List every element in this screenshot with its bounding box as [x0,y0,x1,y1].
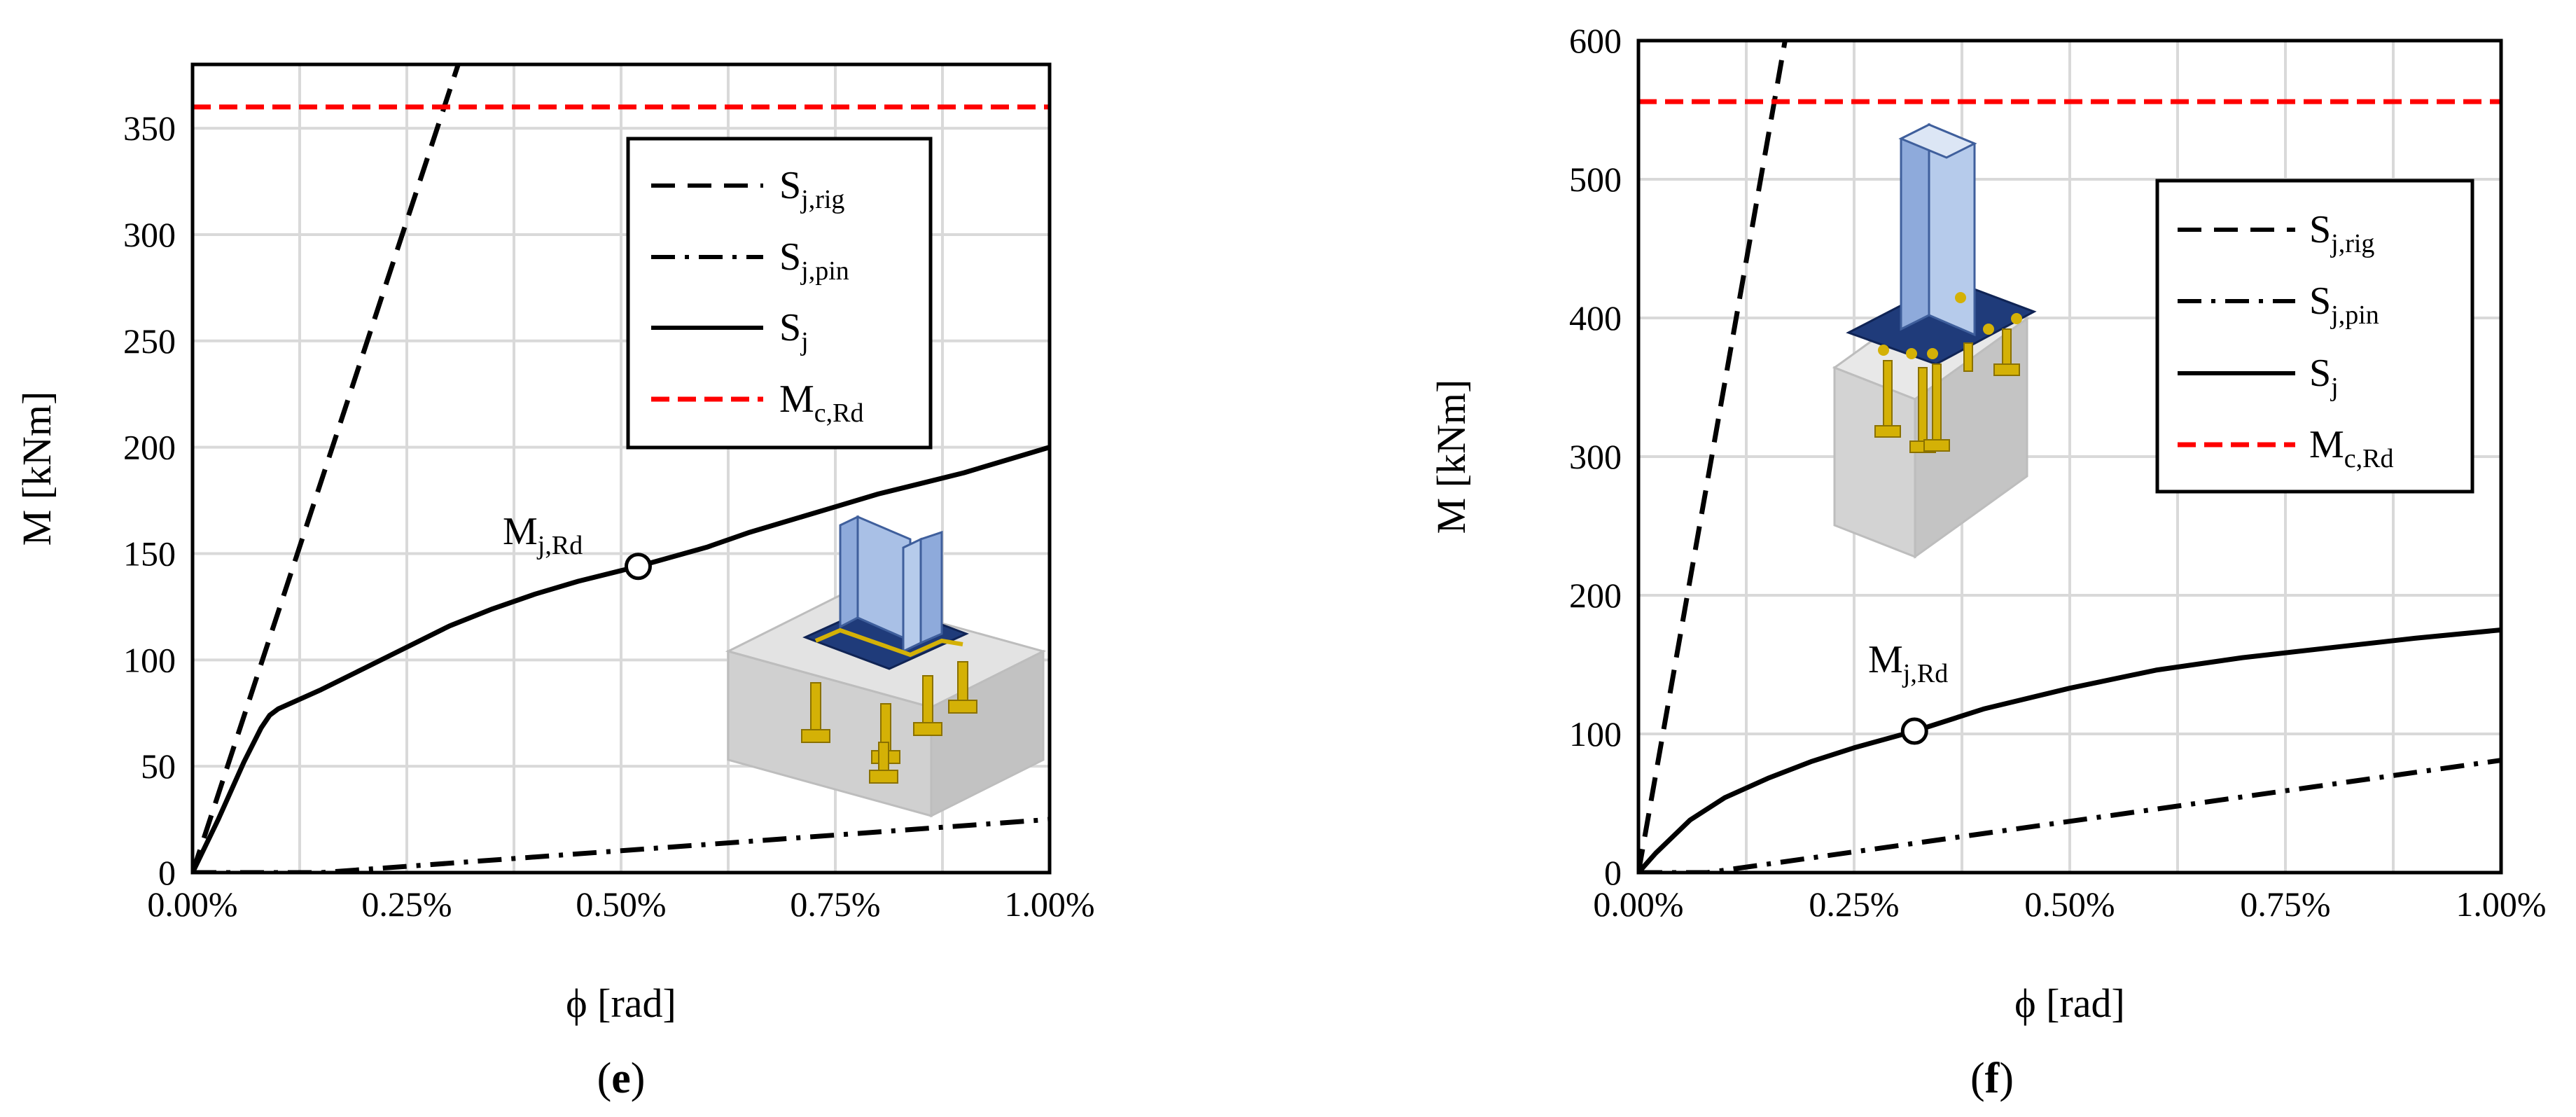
mjrd-label-e: Mj,Rd [503,510,583,560]
legend-box-f [2155,179,2474,494]
x-axis-label-e: ϕ [rad] [566,980,676,1026]
x-tick-label-e-3: 0.75% [790,884,880,924]
x-tick-label-e-2: 0.50% [576,884,666,924]
y-tick-label-f-0: 0 [1604,853,1622,892]
y-tick-label-f-5: 500 [1569,160,1622,199]
legend-label-f-3: Mc,Rd [2309,423,2394,473]
y-tick-label-e-6: 300 [123,215,176,254]
x-tick-label-e-0: 0.00% [147,884,237,924]
mjrd-marker-e [624,553,652,581]
y-tick-label-e-2: 100 [123,640,176,679]
mjrd-marker-f [1900,717,1928,745]
y-tick-label-f-4: 400 [1569,298,1622,338]
x-tick-label-f-2: 0.50% [2024,884,2115,924]
series-line-e-sjrig [193,64,461,873]
ticks-f: 0.00% 0.25% 0.50% 0.75% 1.00% 0 100 200 300 400 50… [1569,21,2547,924]
base-plate-illustration-e [725,515,1047,818]
chart-panel-e: 0.00% 0.25% 0.50% 0.75% 1.00% 0 50 100 150 200 250… [14,62,1095,1102]
x-tick-label-e-4: 1.00% [1004,884,1094,924]
y-tick-label-e-7: 350 [123,109,176,148]
panel-label-f: (f) [1970,1055,2014,1102]
series-line-f-sj [1638,627,2501,873]
y-axis-label-e: M [kNm] [14,391,60,546]
legend-label-e-1: Sj,pin [779,235,849,286]
x-tick-label-e-1: 0.25% [361,884,452,924]
y-tick-label-e-5: 250 [123,321,176,361]
legend-label-f-1: Sj,pin [2309,279,2379,330]
chart-panel-f: 0.00% 0.25% 0.50% 0.75% 1.00% 0 100 200 300 400 50… [1428,21,2547,1102]
legend-label-f-2: Sj [2309,352,2339,402]
series-e [193,64,1050,873]
y-axis-label-f: M [kNm] [1428,380,1474,534]
x-tick-label-f-4: 1.00% [2456,884,2546,924]
series-line-e-sj [193,445,1050,873]
mjrd-label-f: Mj,Rd [1868,638,1948,688]
y-tick-label-f-6: 600 [1569,21,1622,60]
legend-label-e-0: Sj,rig [779,164,844,214]
legend-e: Sj,rig Sj,pin Sj Mc,Rd [626,137,933,450]
series-line-f-sjrig [1638,41,1788,873]
base-plate-illustration-f [1832,123,2037,559]
plot-frame-f [1636,39,2503,875]
x-tick-label-f-0: 0.00% [1593,884,1683,924]
plot-frame-e [190,62,1052,875]
x-tick-label-f-1: 0.25% [1809,884,1899,924]
legend-f: Sj,rig Sj,pin Sj Mc,Rd [2155,179,2474,494]
legend-label-e-3: Mc,Rd [779,377,864,428]
legend-label-e-2: Sj [779,306,809,356]
y-tick-label-f-1: 100 [1569,714,1622,754]
y-tick-label-e-0: 0 [158,853,176,892]
panel-label-e: (e) [597,1055,646,1102]
y-tick-label-f-3: 300 [1569,437,1622,476]
y-tick-label-e-4: 200 [123,428,176,467]
series-f [1638,41,2501,873]
legend-label-f-0: Sj,rig [2309,208,2374,258]
x-tick-label-f-3: 0.75% [2240,884,2330,924]
y-tick-label-e-3: 150 [123,534,176,573]
x-axis-label-f: ϕ [rad] [2014,980,2125,1026]
legend-box-e [626,137,933,450]
y-tick-label-e-1: 50 [141,747,176,786]
y-tick-label-f-2: 200 [1569,576,1622,615]
ticks-e: 0.00% 0.25% 0.50% 0.75% 1.00% 0 50 100 150 200 250… [123,109,1095,924]
